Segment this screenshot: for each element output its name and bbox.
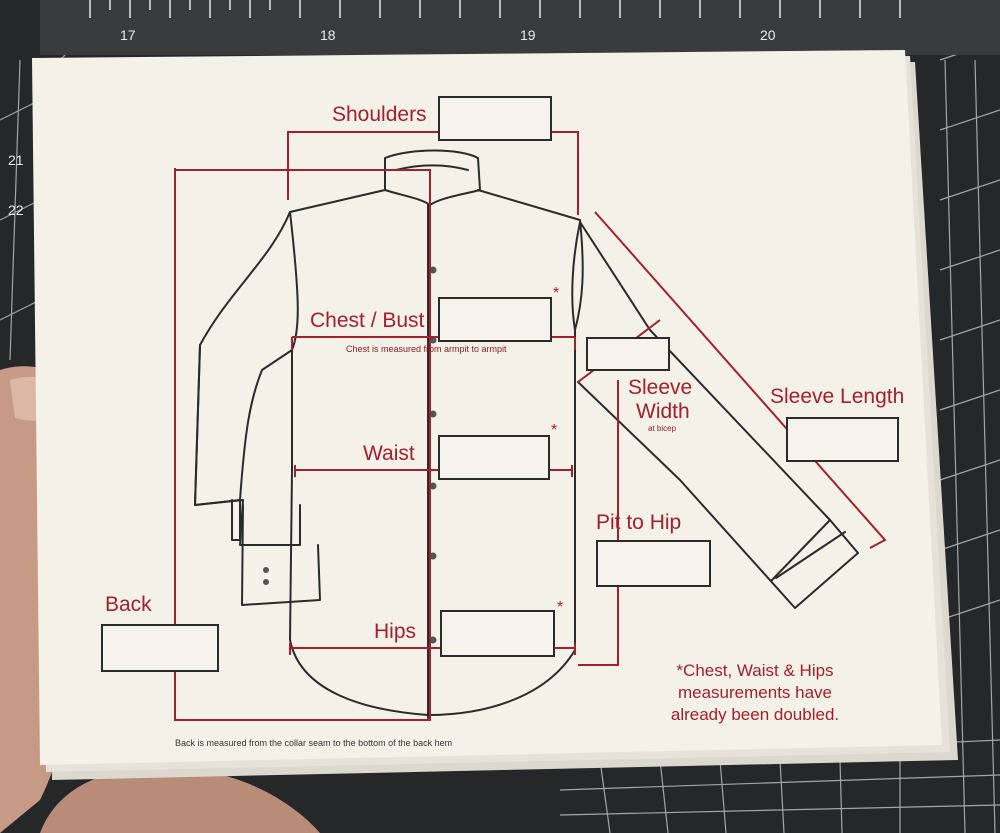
waist-label: Waist	[363, 442, 415, 465]
chest-box[interactable]	[438, 297, 552, 342]
shoulders-label: Shoulders	[332, 103, 427, 126]
sleeve-width-label-line1: Sleeve	[628, 376, 693, 399]
hips-asterisk: *	[557, 599, 563, 616]
back-box[interactable]	[101, 624, 219, 672]
note-line: *Chest, Waist & Hips	[676, 661, 834, 680]
sleeve-length-label: Sleeve Length	[770, 385, 905, 408]
doubled-note: *Chest, Waist & Hips measurements have a…	[655, 660, 855, 726]
hips-label: Hips	[374, 620, 417, 643]
chest-bust-label: Chest / Bust	[310, 309, 425, 332]
ruler-number: 18	[320, 27, 336, 43]
pit-to-hip-box[interactable]	[596, 540, 711, 587]
note-line: measurements have	[677, 683, 833, 702]
waist-box[interactable]	[438, 435, 550, 480]
ruler-number: 17	[120, 27, 136, 43]
ruler-number: 19	[520, 27, 536, 43]
sleeve-length-box[interactable]	[786, 417, 899, 462]
note-line: already been doubled.	[670, 705, 840, 724]
ruler-number: 22	[8, 202, 24, 218]
chest-asterisk: *	[553, 285, 559, 302]
waist-asterisk: *	[551, 422, 557, 439]
back-caption: Back is measured from the collar seam to…	[175, 738, 453, 748]
ruler-number: 20	[760, 27, 776, 43]
chest-note: Chest is measured from armpit to armpit	[346, 344, 507, 354]
back-label: Back	[105, 593, 152, 616]
shoulders-box[interactable]	[438, 96, 552, 141]
sleeve-width-box[interactable]	[586, 337, 670, 371]
sleeve-width-note: at bicep	[648, 424, 677, 433]
sleeve-width-label-line2: Width	[636, 400, 690, 423]
hips-box[interactable]	[440, 610, 555, 657]
pit-to-hip-label: Pit to Hip	[596, 511, 682, 534]
ruler-number: 21	[8, 152, 24, 168]
